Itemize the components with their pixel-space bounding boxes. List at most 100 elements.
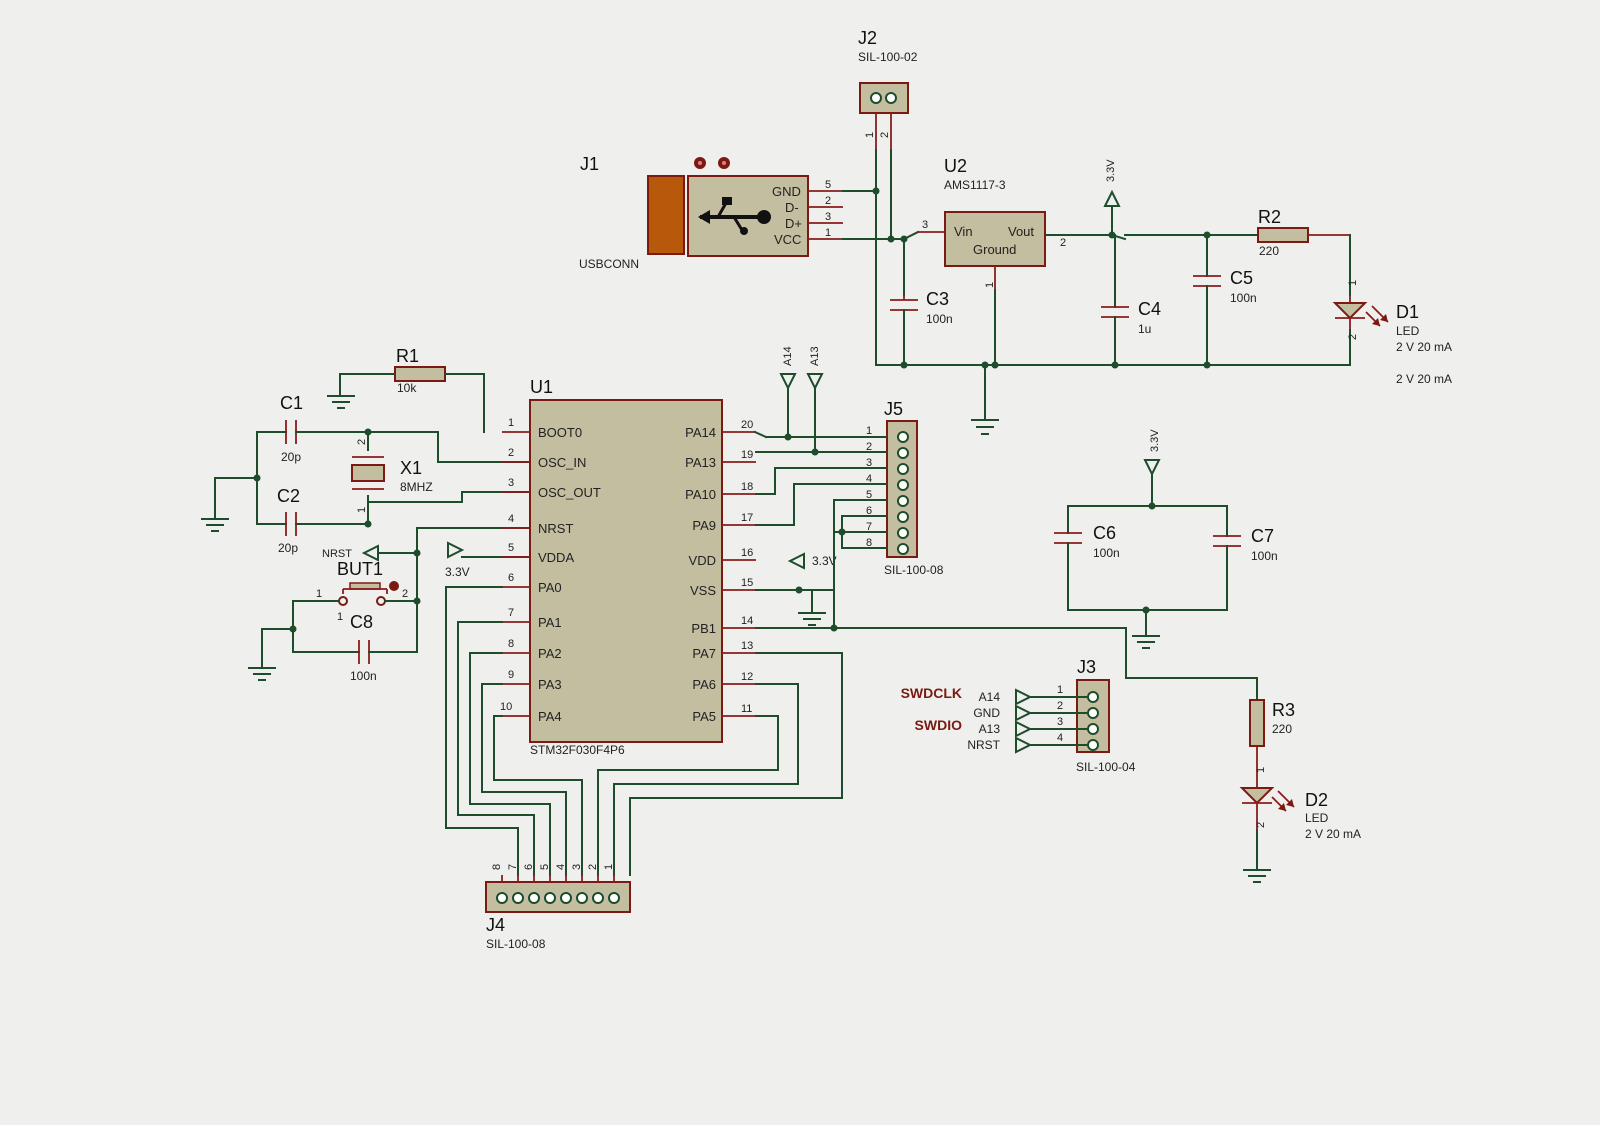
u1-pin-name: VDDA	[538, 550, 574, 565]
u1-pin-num: 13	[741, 640, 753, 652]
u2-pin-gnd: Ground	[973, 242, 1016, 257]
capacitor-c4: C4 1u	[1101, 299, 1161, 366]
j5-pin-num: 4	[866, 473, 872, 485]
d2-ref: D2	[1305, 790, 1328, 810]
j4-pin-num: 6	[523, 864, 535, 870]
c2-value: 20p	[278, 541, 298, 555]
d1-rating: 2 V 20 mA	[1396, 340, 1452, 354]
j2-pin1: 1	[864, 132, 876, 138]
j1-pnum-5: 5	[825, 179, 831, 191]
a13-net-label: A13	[809, 346, 821, 366]
c6-value: 100n	[1093, 546, 1120, 560]
j2-value: SIL-100-02	[858, 50, 918, 64]
ground-symbol-power	[971, 419, 999, 435]
u2-pnum-1: 1	[984, 282, 996, 288]
c8-value: 100n	[350, 669, 377, 683]
u1-value: STM32F030F4P6	[530, 743, 625, 757]
u1-pin-num: 4	[508, 513, 514, 525]
j4-pin-num: 1	[603, 864, 615, 870]
c1-value: 20p	[281, 450, 301, 464]
j5-pin-num: 6	[866, 505, 872, 517]
r1-value: 10k	[397, 381, 417, 395]
c7-value: 100n	[1251, 549, 1278, 563]
r3-ref: R3	[1272, 700, 1295, 720]
j3-pin-num: 1	[1057, 684, 1063, 696]
j1-pin-dminus: D-	[785, 200, 799, 215]
u1-pin-num: 5	[508, 542, 514, 554]
u1-right-pins: 20PA1419PA1318PA1017PA916VDD15VSS14PB113…	[685, 419, 756, 724]
j3-ref: J3	[1077, 657, 1096, 677]
x1-ref: X1	[400, 458, 422, 478]
u1-pin-name: OSC_IN	[538, 455, 586, 470]
c2-ref: C2	[277, 486, 300, 506]
u2-pnum-2: 2	[1060, 237, 1066, 249]
u1-ref: U1	[530, 377, 553, 397]
usb-icon	[698, 197, 771, 235]
d1-value: LED	[1396, 324, 1420, 338]
j3-net-label: A13	[979, 722, 1001, 736]
mcu-j5-wires	[753, 430, 1258, 701]
j3-pin-num: 4	[1057, 732, 1063, 744]
r2-ref: R2	[1258, 207, 1281, 227]
c8-ref: C8	[350, 612, 373, 632]
c3-value: 100n	[926, 312, 953, 326]
j4-pin-num: 8	[491, 864, 503, 870]
u1-pin-num: 9	[508, 669, 514, 681]
u1-pin-name: PA6	[692, 677, 716, 692]
reset-circuit: NRST BUT1 1 2 1 C8 100n	[248, 527, 531, 683]
but1-pnum-1: 1	[316, 588, 322, 600]
mcu-u1: U1 STM32F030F4P6 1BOOT02OSC_IN3OSC_OUT4N…	[500, 377, 756, 757]
power-arrow-3v3-top: 3.3V	[1103, 159, 1121, 207]
j3-value: SIL-100-04	[1076, 760, 1136, 774]
c3-ref: C3	[926, 289, 949, 309]
j3-net-label: A14	[979, 690, 1001, 704]
d1-rating-2: 2 V 20 mA	[1396, 372, 1452, 386]
capacitor-c5: C5 100n	[1193, 268, 1257, 366]
capacitor-c2: C2 20p	[256, 486, 369, 555]
j5-pin-num: 3	[866, 457, 872, 469]
u1-pin-num: 8	[508, 638, 514, 650]
r2-value: 220	[1259, 244, 1279, 258]
but1-pnum-2: 2	[402, 588, 408, 600]
u1-pin-name: PA3	[538, 677, 562, 692]
d2-value: LED	[1305, 811, 1329, 825]
x1-pnum-1: 1	[356, 507, 368, 513]
u1-pin-num: 10	[500, 701, 512, 713]
u1-pin-num: 14	[741, 615, 753, 627]
c6-ref: C6	[1093, 523, 1116, 543]
d1-ref: D1	[1396, 302, 1419, 322]
regulator-u2: U2 AMS1117-3 Vin Vout Ground 3 2 1	[918, 156, 1066, 290]
j1-pin-dplus: D+	[785, 216, 802, 231]
u1-pin-name: PB1	[691, 621, 716, 636]
x1-value: 8MHZ	[400, 480, 433, 494]
mcu-j4-wires	[445, 586, 843, 876]
connector-j2: J2 SIL-100-02 1 2	[858, 28, 918, 150]
u1-pin-name: PA10	[685, 487, 716, 502]
usb-connector-j1: J1 USBCONN GND D- D+ VCC 5 2 3 1	[579, 154, 843, 271]
net-3v3-label-c6c7: 3.3V	[1149, 429, 1161, 452]
j5-pin-num: 8	[866, 537, 872, 549]
u1-pin-name: VSS	[690, 583, 716, 598]
j1-pnum-2: 2	[825, 195, 831, 207]
d2-pnum-1: 1	[1255, 767, 1267, 773]
u1-pin-num: 3	[508, 477, 514, 489]
d2-pnum-2: 2	[1255, 822, 1267, 828]
d1-pnum-2: 2	[1347, 334, 1359, 340]
u2-pin-vin: Vin	[954, 224, 973, 239]
j3-pin-num: 2	[1057, 700, 1063, 712]
u1-pin-name: PA7	[692, 646, 716, 661]
resistor-r1: R1 10k	[327, 346, 485, 433]
u1-pin-num: 17	[741, 512, 753, 524]
u1-pin-name: PA1	[538, 615, 562, 630]
r3-value: 220	[1272, 722, 1292, 736]
u1-pin-num: 2	[508, 447, 514, 459]
u1-pin-name: NRST	[538, 521, 573, 536]
j5-pin-num: 2	[866, 441, 872, 453]
c5-value: 100n	[1230, 291, 1257, 305]
d2-rating: 2 V 20 mA	[1305, 827, 1361, 841]
j5-pin-num: 1	[866, 425, 872, 437]
j1-pnum-3: 3	[825, 211, 831, 223]
